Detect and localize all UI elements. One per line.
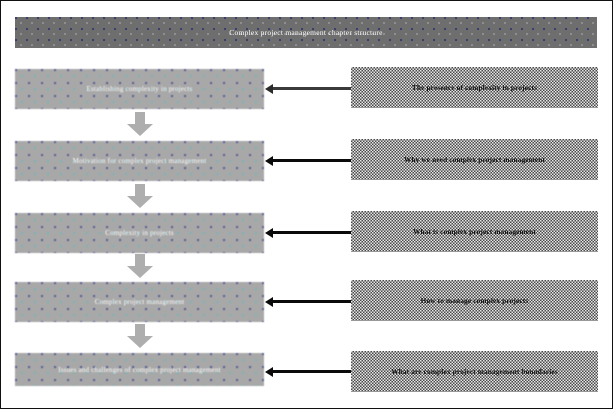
down-arrow-shaft bbox=[135, 112, 145, 125]
process-step-1-label: Establishing complexity in projects bbox=[86, 85, 193, 93]
down-arrow-head bbox=[127, 196, 153, 208]
process-step-5[interactable]: Issues and challenges of complex project… bbox=[15, 353, 264, 386]
question-box-2-label: Why we need complex project management bbox=[403, 155, 546, 164]
arrow-head-left-icon bbox=[265, 296, 273, 307]
question-box-4[interactable]: How to manage complex projects bbox=[351, 280, 598, 321]
arrow-head-left-icon bbox=[265, 227, 273, 238]
down-arrow-icon-4 bbox=[127, 324, 153, 348]
connector-arrow-4 bbox=[265, 296, 351, 307]
connector-arrow-1 bbox=[265, 83, 351, 94]
process-step-3[interactable]: Complexity in projects bbox=[15, 213, 264, 253]
process-step-3-label: Complexity in projects bbox=[105, 229, 174, 237]
down-arrow-icon-2 bbox=[127, 184, 153, 208]
process-step-5-label: Issues and challenges of complex project… bbox=[58, 365, 221, 374]
process-step-4-label: Complex project management bbox=[94, 298, 185, 306]
down-arrow-head bbox=[127, 336, 153, 348]
down-arrow-shaft bbox=[135, 184, 145, 197]
question-box-3-label: What is complex project management bbox=[413, 227, 536, 236]
process-step-4[interactable]: Complex project management bbox=[15, 282, 264, 322]
connector-arrow-2 bbox=[265, 155, 351, 166]
down-arrow-shaft bbox=[135, 254, 145, 267]
down-arrow-icon-1 bbox=[127, 112, 153, 136]
arrow-head-left-icon bbox=[265, 366, 273, 377]
question-box-3[interactable]: What is complex project management bbox=[351, 211, 598, 252]
question-box-5[interactable]: What are complex project management boun… bbox=[351, 351, 598, 392]
process-step-1[interactable]: Establishing complexity in projects bbox=[15, 69, 264, 109]
process-step-2[interactable]: Motivation for complex project managemen… bbox=[15, 141, 264, 181]
question-box-1-label: The presence of complexity in projects bbox=[411, 83, 538, 92]
question-box-1[interactable]: The presence of complexity in projects bbox=[351, 67, 598, 108]
question-box-4-label: How to manage complex projects bbox=[420, 296, 529, 305]
question-box-5-label: What are complex project management boun… bbox=[391, 367, 558, 376]
process-step-2-label: Motivation for complex project managemen… bbox=[72, 157, 207, 165]
question-box-2[interactable]: Why we need complex project management bbox=[351, 139, 598, 180]
arrow-head-left-icon bbox=[265, 83, 273, 94]
down-arrow-head bbox=[127, 124, 153, 136]
connector-arrow-3 bbox=[265, 227, 351, 238]
arrow-head-left-icon bbox=[265, 155, 273, 166]
down-arrow-shaft bbox=[135, 324, 145, 337]
connector-arrow-5 bbox=[265, 366, 351, 377]
down-arrow-icon-3 bbox=[127, 254, 153, 278]
diagram-title-bar: Complex project management chapter struc… bbox=[15, 17, 597, 48]
down-arrow-head bbox=[127, 266, 153, 278]
diagram-title: Complex project management chapter struc… bbox=[229, 28, 383, 37]
